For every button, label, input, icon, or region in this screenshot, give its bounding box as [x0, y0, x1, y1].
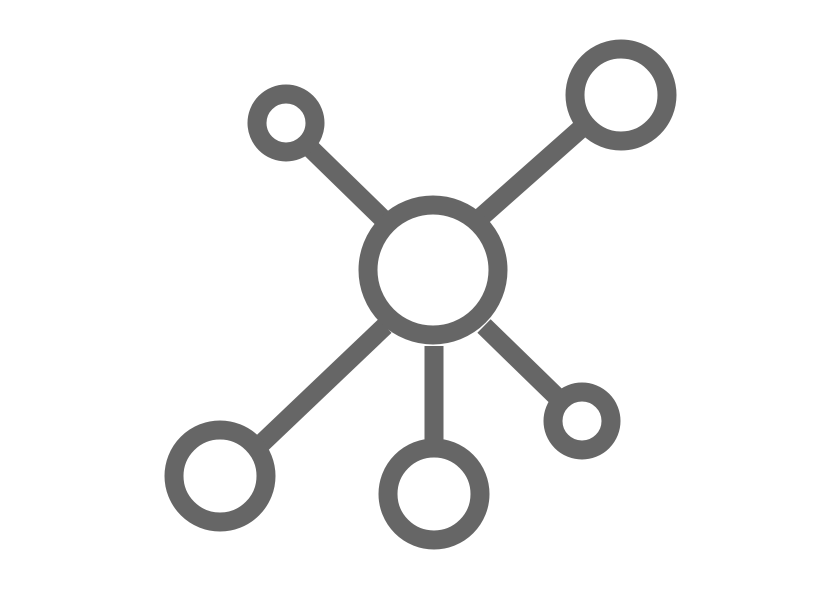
edge-bottom-left	[253, 319, 392, 452]
edge-top-left	[296, 134, 391, 227]
node-bottom-right	[543, 382, 621, 460]
node-bottom-left	[164, 420, 276, 532]
node-top-left	[247, 84, 325, 162]
edge-bottom-right	[477, 319, 567, 407]
hub-node	[358, 195, 508, 345]
edge-top-right	[473, 117, 592, 226]
node-top-right	[565, 39, 677, 151]
node-bottom-center	[378, 438, 490, 550]
